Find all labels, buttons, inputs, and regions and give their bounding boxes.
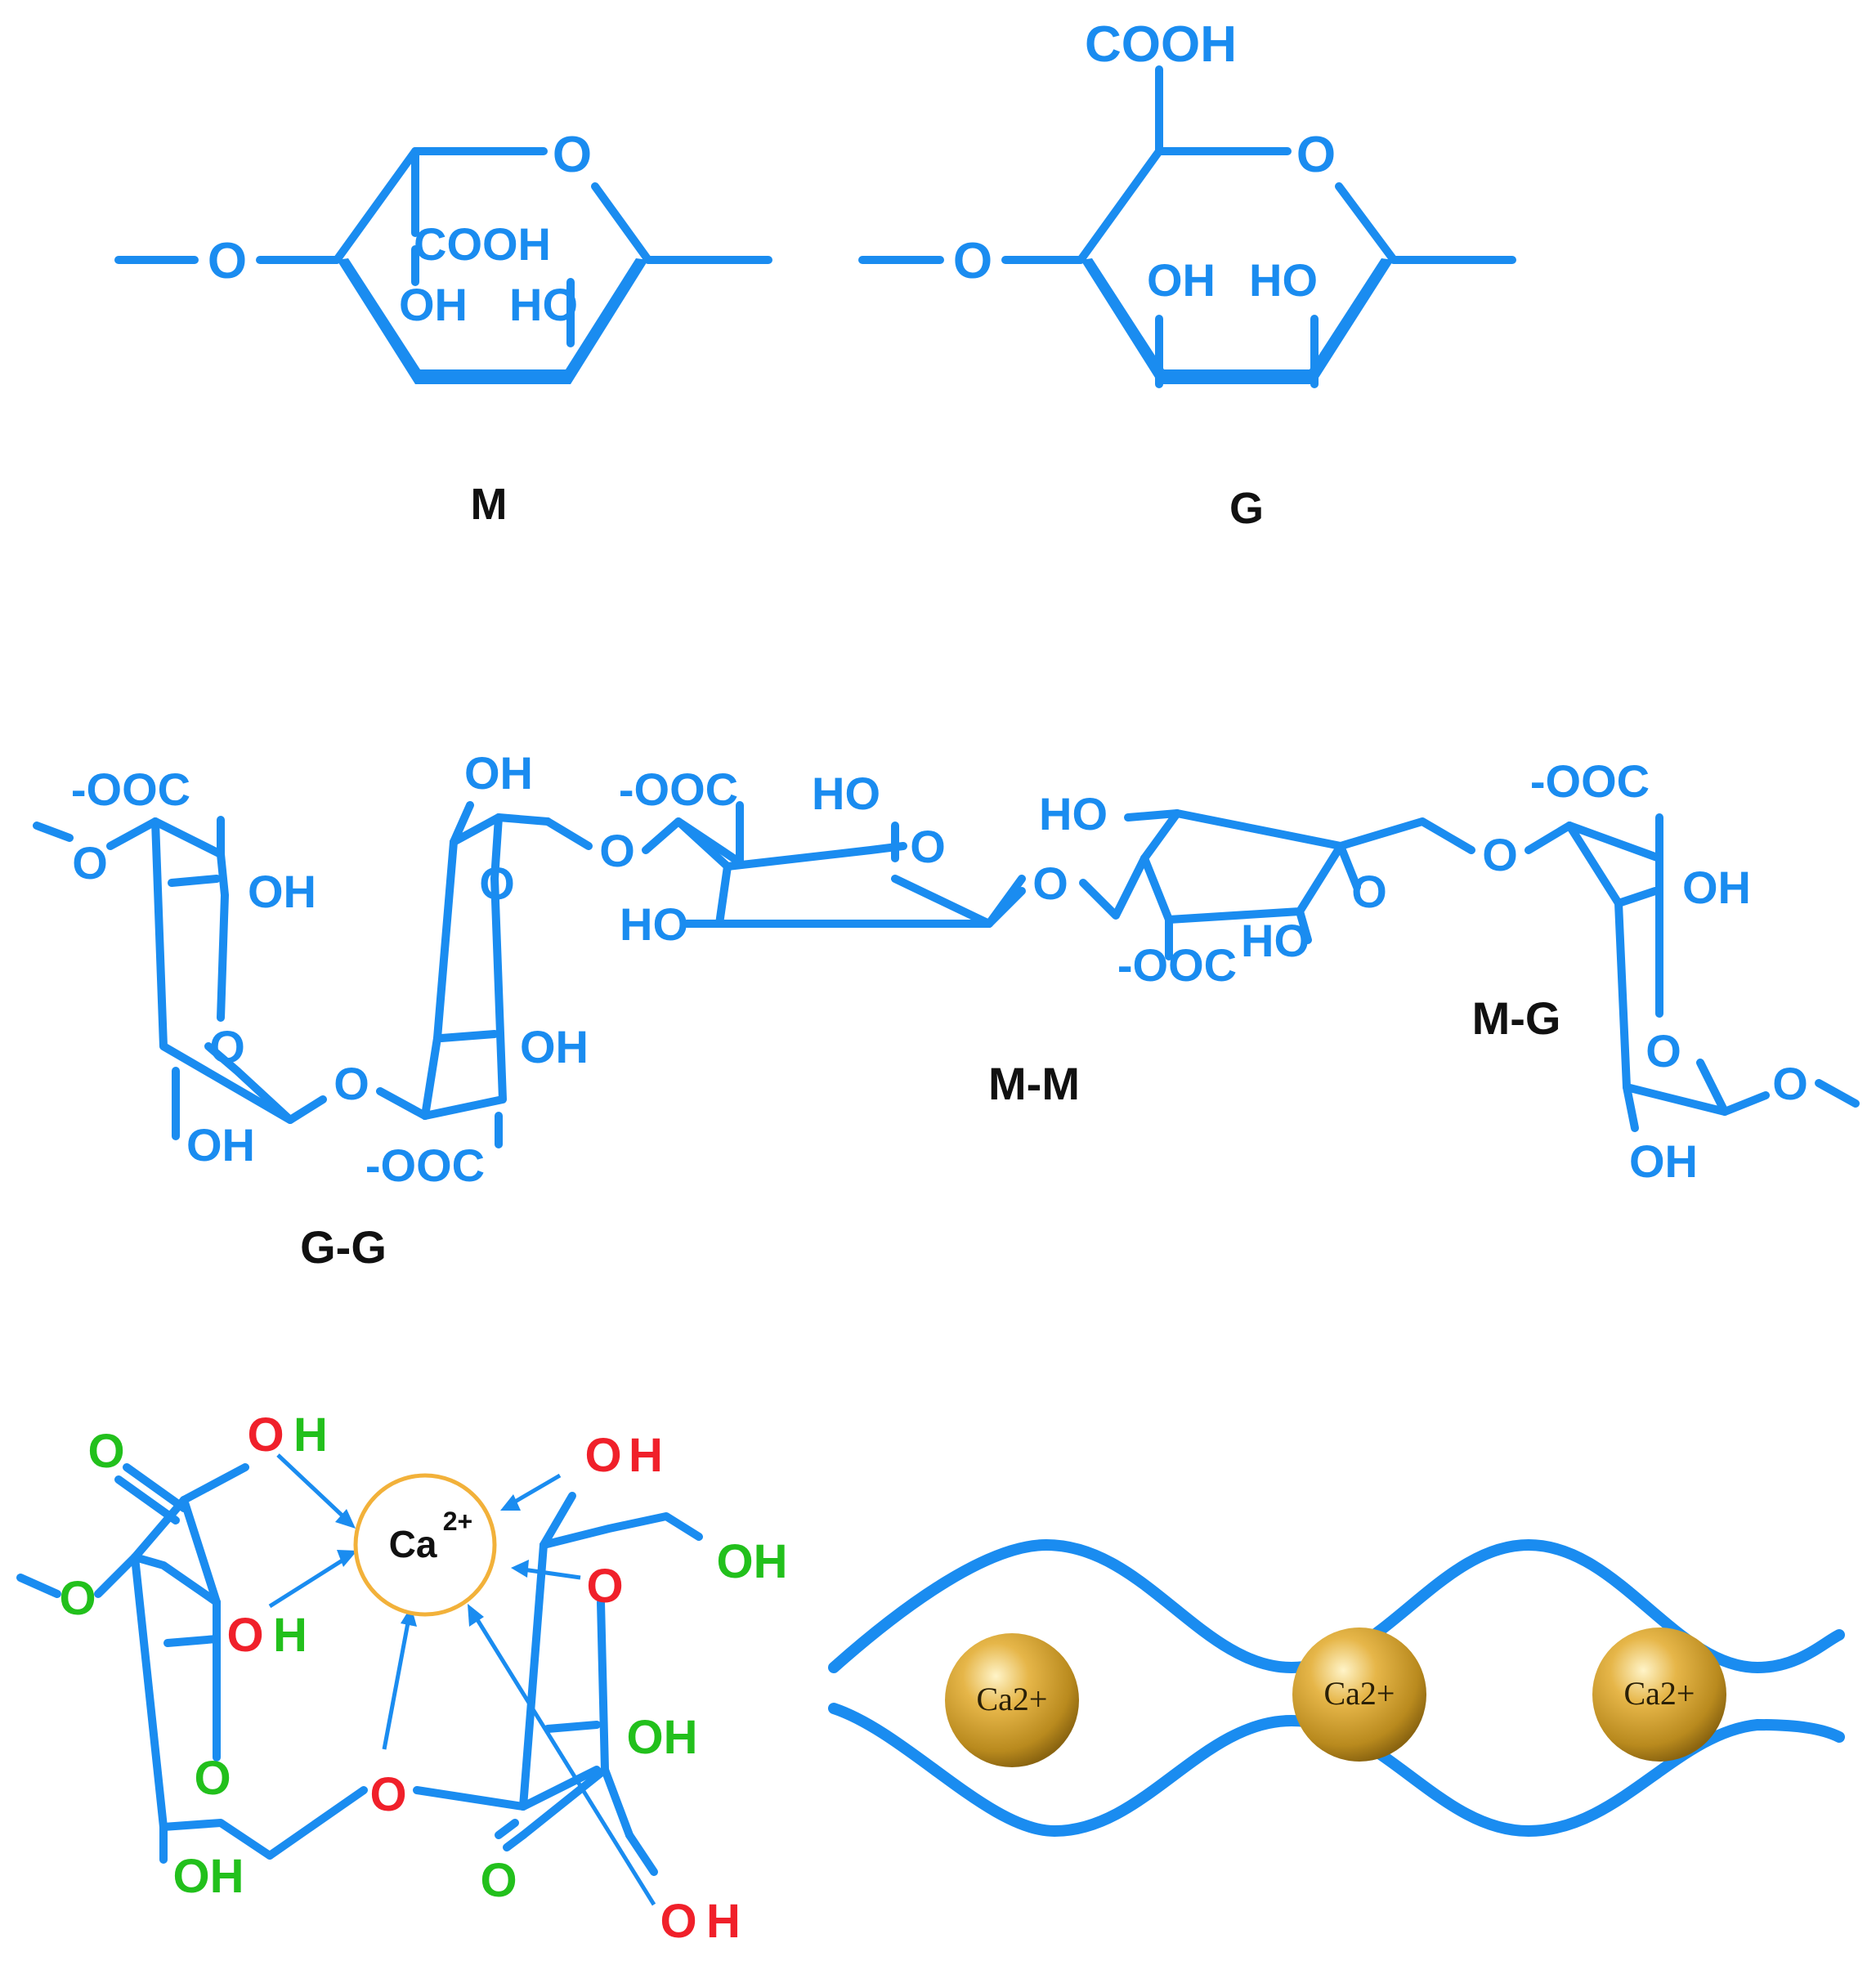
polymer-oxygen-3: O: [334, 1058, 369, 1109]
polymer-oh-5: OH: [1682, 862, 1751, 913]
eggbox-ion-label-3: Ca2+: [1624, 1675, 1695, 1712]
polymer-bonds: [33, 801, 1860, 1148]
g-monomer-bonds: [858, 65, 1516, 388]
chel-carbonyl-o-1: O: [87, 1425, 124, 1478]
chel-oh-2: OH: [717, 1535, 788, 1588]
polymer-oxygen-7: O: [1032, 857, 1068, 909]
chel-oxygen-red-4: O: [660, 1895, 696, 1948]
m-monomer: O O COOH OH HO M: [114, 127, 772, 529]
polymer-ho-1: HO: [812, 768, 880, 819]
polymer-oxygen-2: O: [209, 1021, 245, 1072]
m-link-oxygen: O: [208, 233, 247, 289]
polymer-carboxylate-2: -OOC: [365, 1139, 485, 1191]
polymer-oxygen-6: O: [910, 821, 946, 872]
m-oh: OH: [399, 279, 468, 330]
polymer-chain: -OOC O OH O O OH OH O OH -OOC G-G O -OOC…: [33, 747, 1860, 1273]
g-cooh: COOH: [1085, 16, 1237, 73]
chel-carbonyl-o-2: O: [480, 1854, 517, 1907]
polymer-carboxylate-1: -OOC: [71, 763, 190, 815]
polymer-oxygen-8: O: [1351, 866, 1387, 917]
polymer-ho-2: HO: [620, 898, 688, 950]
eggbox-ion-sphere-1: [945, 1633, 1079, 1767]
m-ring-wedge: [337, 258, 648, 384]
g-ho: HO: [1249, 254, 1318, 306]
m-ho: HO: [509, 279, 578, 330]
polymer-oh-1: OH: [248, 866, 316, 917]
eggbox-ion-3: Ca2+: [1592, 1627, 1726, 1762]
m-monomer-bonds: [114, 147, 772, 347]
mm-label: M-M: [988, 1058, 1080, 1109]
polymer-oxygen-4: O: [479, 857, 515, 909]
gg-label: G-G: [300, 1221, 387, 1273]
polymer-oxygen-9: O: [1482, 829, 1518, 880]
eggbox-ion-sphere-2: [1292, 1627, 1426, 1762]
eggbox-model: Ca2+ Ca2+ Ca2+: [828, 1539, 1845, 1837]
polymer-oh-3: OH: [464, 747, 533, 799]
g-ring-wedge: [1081, 258, 1394, 384]
polymer-ho-4: HO: [1241, 915, 1310, 966]
ca-ion-charge: 2+: [443, 1507, 472, 1536]
eggbox-ion-sphere-3: [1592, 1627, 1726, 1762]
g-oh: OH: [1147, 254, 1216, 306]
eggbox-ion-label-1: Ca2+: [977, 1681, 1048, 1717]
g-link-oxygen: O: [953, 233, 992, 289]
g-ring-oxygen: O: [1296, 127, 1336, 183]
m-ring-oxygen: O: [553, 127, 592, 183]
chel-oxygen-red-1: O: [247, 1408, 284, 1462]
g-label: G: [1229, 484, 1264, 533]
chel-hydrogen-4: H: [706, 1895, 741, 1948]
chel-hydrogen-2: H: [273, 1609, 307, 1662]
chel-bridge-o: O: [369, 1768, 406, 1821]
polymer-ho-3: HO: [1039, 788, 1108, 839]
polymer-carboxylate-3: -OOC: [619, 763, 738, 815]
polymer-carboxylate-4: -OOC: [1117, 939, 1237, 991]
arrow-heads: [335, 1494, 529, 1627]
arrow-lines: [268, 1453, 656, 1906]
chel-hydrogen-3: H: [629, 1429, 663, 1482]
m-label: M: [471, 480, 508, 529]
g-monomer: COOH O O OH HO G: [858, 16, 1516, 533]
chel-hydrogen-1: H: [293, 1408, 328, 1462]
polymer-oxygen-11: O: [1772, 1058, 1808, 1109]
chel-oxygen-red-3: O: [584, 1429, 621, 1482]
chel-oh-3: OH: [627, 1711, 698, 1764]
mg-label: M-G: [1472, 992, 1561, 1044]
chelation-bonds: [16, 1463, 703, 1876]
eggbox-ion-2: Ca2+: [1292, 1627, 1426, 1762]
polymer-oh-4: OH: [520, 1021, 589, 1072]
coordination-arrows: [268, 1453, 656, 1906]
polymer-oxygen-1: O: [72, 837, 108, 889]
chelation-diagram: Ca 2+ O O H O O H O OH O O H O OH OH O O…: [16, 1408, 788, 1948]
chel-link-o: O: [59, 1572, 96, 1625]
eggbox-ion-1: Ca2+: [945, 1633, 1079, 1767]
eggbox-ion-label-2: Ca2+: [1324, 1675, 1395, 1712]
polymer-oh-2: OH: [186, 1119, 255, 1171]
m-cooh: COOH: [414, 218, 551, 270]
chel-ring-o-red: O: [586, 1560, 623, 1613]
ca-ion-ring: [353, 1473, 497, 1617]
chel-oxygen-red-2: O: [226, 1609, 263, 1662]
chel-oh-1: OH: [173, 1850, 244, 1903]
ca-ion-symbol: Ca: [389, 1523, 437, 1565]
chel-ring-o: O: [194, 1752, 231, 1805]
polymer-oxygen-10: O: [1645, 1025, 1681, 1077]
polymer-carboxylate-5: -OOC: [1530, 755, 1650, 807]
polymer-oh-6: OH: [1629, 1135, 1698, 1187]
polymer-oxygen-5: O: [599, 825, 635, 876]
